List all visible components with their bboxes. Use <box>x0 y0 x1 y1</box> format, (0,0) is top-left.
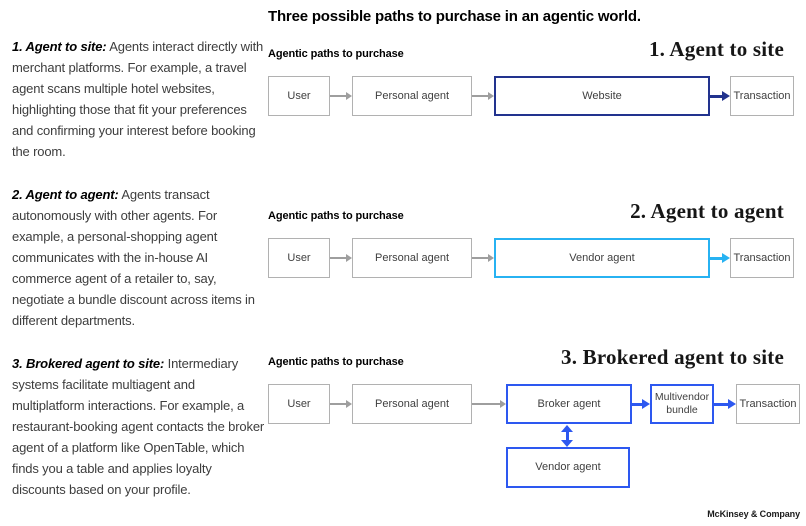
node-personal-agent: Personal agent <box>352 384 472 424</box>
node-user: User <box>268 76 330 116</box>
node-user: User <box>268 238 330 278</box>
description-body-2: Agents transact autonomously with other … <box>12 187 255 328</box>
node-website: Website <box>494 76 710 116</box>
description-lead-1: 1. Agent to site: <box>12 39 107 54</box>
flow-arrow-gray <box>472 254 494 262</box>
node-broker-agent: Broker agent <box>506 384 632 424</box>
diagram-heading: 2. Agent to agent <box>630 199 784 223</box>
node-transaction: Transaction <box>730 238 794 278</box>
flow-arrow-accent <box>632 399 650 409</box>
diagram-agent-to-site: Agentic paths to purchase 1. Agent to si… <box>268 36 806 116</box>
mckinsey-brand: McKinsey & Company <box>707 509 800 519</box>
description-paragraph-3: 3. Brokered agent to site: Intermediary … <box>12 353 266 500</box>
diagram-heading: 1. Agent to site <box>648 37 784 61</box>
flow-row: User Personal agent Website Transaction <box>268 76 806 116</box>
node-vendor-agent-sub: Vendor agent <box>506 447 630 488</box>
diagram-label: Agentic paths to purchase <box>268 356 404 368</box>
node-personal-agent: Personal agent <box>352 238 472 278</box>
description-paragraph-2: 2. Agent to agent: Agents transact auton… <box>12 184 266 331</box>
flow-row: User Personal agent Vendor agent Transac… <box>268 238 806 278</box>
diagram-brokered-agent-to-site: Agentic paths to purchase 3. Brokered ag… <box>268 344 806 496</box>
diagram-agent-to-agent: Agentic paths to purchase 2. Agent to ag… <box>268 198 806 278</box>
flow-arrow-accent <box>710 91 730 101</box>
flow-arrow-gray <box>472 400 506 408</box>
diagram-header: Agentic paths to purchase 2. Agent to ag… <box>268 198 806 223</box>
flow-arrow-gray <box>330 92 352 100</box>
flow-arrow-accent <box>714 399 736 409</box>
node-vendor-agent: Vendor agent <box>494 238 710 278</box>
double-arrow <box>561 425 573 447</box>
figure-title: Three possible paths to purchase in an a… <box>268 8 641 25</box>
description-lead-3: 3. Brokered agent to site: <box>12 356 165 371</box>
description-lead-2: 2. Agent to agent: <box>12 187 119 202</box>
node-multivendor-bundle: Multivendor bundle <box>650 384 714 424</box>
node-user: User <box>268 384 330 424</box>
diagrams-panel: Agentic paths to purchase 1. Agent to si… <box>268 0 806 526</box>
flow-arrow-gray <box>330 400 352 408</box>
diagram-label: Agentic paths to purchase <box>268 210 404 222</box>
diagram-header: Agentic paths to purchase 3. Brokered ag… <box>268 344 806 369</box>
description-body-3: Intermediary systems facilitate multiage… <box>12 356 265 497</box>
flow-arrow-gray <box>472 92 494 100</box>
flow-row: User Personal agent Broker agent Multive… <box>268 384 806 424</box>
node-transaction: Transaction <box>736 384 800 424</box>
description-paragraph-1: 1. Agent to site: Agents interact direct… <box>12 36 266 162</box>
description-body-1: Agents interact directly with merchant p… <box>12 39 264 159</box>
flow-arrow-gray <box>330 254 352 262</box>
sub-branch: Vendor agent <box>268 424 806 496</box>
node-personal-agent: Personal agent <box>352 76 472 116</box>
node-transaction: Transaction <box>730 76 794 116</box>
diagram-heading: 3. Brokered agent to site <box>561 345 784 369</box>
descriptions-column: 1. Agent to site: Agents interact direct… <box>12 36 266 522</box>
flow-arrow-accent <box>710 253 730 263</box>
diagram-header: Agentic paths to purchase 1. Agent to si… <box>268 36 806 61</box>
diagram-label: Agentic paths to purchase <box>268 48 404 60</box>
